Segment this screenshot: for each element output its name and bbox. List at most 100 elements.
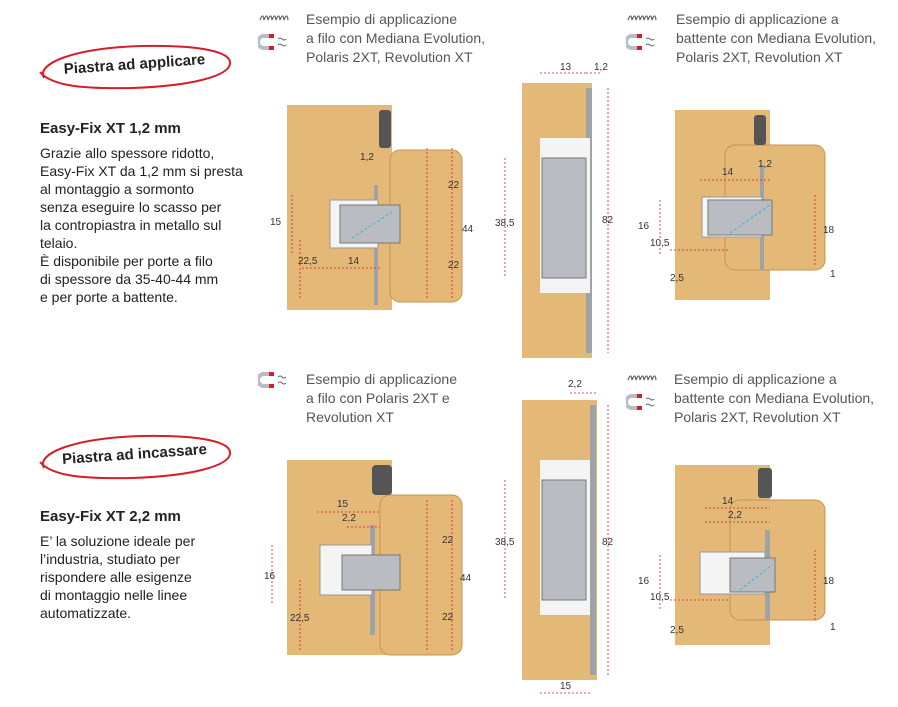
latch-front <box>541 157 587 279</box>
product-title-2: Easy-Fix XT 2,2 mm <box>40 508 181 525</box>
latch-body <box>339 204 401 244</box>
caption-line: battente con Mediana Evolution, <box>674 390 875 406</box>
dim-label: 2,5 <box>670 273 684 284</box>
handle-knob <box>379 110 391 148</box>
dim-label: 2,5 <box>670 625 684 636</box>
caption-icons-bottom-left <box>258 372 287 388</box>
strike-plate-edge <box>590 405 596 675</box>
drawing-applicare-front: 13 1,2 38,5 82 <box>495 62 614 358</box>
description-line: rispondere alle esigenze <box>40 569 192 585</box>
caption-line: Polaris 2XT, Revolution XT <box>306 49 473 65</box>
dim-label: 22 <box>448 180 460 191</box>
handle-knob <box>372 465 392 495</box>
dim-label: 10,5 <box>650 592 670 603</box>
latch-axis <box>729 204 771 234</box>
product-title-1: Easy-Fix XT 1,2 mm <box>40 120 181 137</box>
caption-line: Esempio di applicazione a <box>674 371 837 387</box>
description-line: al montaggio a sormonto <box>40 181 195 197</box>
dim-label: 1 <box>830 622 835 633</box>
dim-label: 15 <box>337 499 349 510</box>
latch-body <box>341 554 401 591</box>
dim-label: 1,2 <box>758 159 772 170</box>
dim-label: 22 <box>442 612 454 623</box>
spring-icon <box>627 15 657 21</box>
latch-body <box>729 557 776 593</box>
magnet-icon <box>626 394 655 410</box>
description-line: Grazie allo spessore ridotto, <box>40 145 215 161</box>
description-line: Easy-Fix XT da 1,2 mm si presta <box>40 163 243 179</box>
latch-body <box>707 199 773 236</box>
dimension-lines <box>659 179 816 265</box>
caption-icons-top-right <box>626 15 657 50</box>
dim-label: 22,5 <box>298 256 318 267</box>
dim-label: 22,5 <box>290 613 310 624</box>
description-line: di spessore da 35-40-44 mm <box>40 271 219 287</box>
dim-label: 2,2 <box>342 513 356 524</box>
dim-label: 14 <box>722 496 734 507</box>
drawing-applicare-filo: 1,2 22 15 44 22 22,5 14 <box>270 105 474 310</box>
description-line: di montaggio nelle linee <box>40 587 188 603</box>
badge-piastra-applicare: Piastra ad applicare <box>32 42 237 94</box>
dimension-lines <box>504 72 609 353</box>
drawing-applicare-battente: 14 1,2 16 10,5 18 2,5 1 <box>638 110 835 300</box>
caption-bottom-right: Esempio di applicazione a battente con M… <box>674 370 874 427</box>
dim-label: 15 <box>270 217 282 228</box>
description-line: E’ la soluzione ideale per <box>40 533 196 549</box>
dim-label: 22 <box>448 260 460 271</box>
dim-label: 82 <box>602 215 614 226</box>
description-line: e per porte a battente. <box>40 289 178 305</box>
description-line: la contropiastra in metallo sul <box>40 217 222 233</box>
dim-label: 38,5 <box>495 218 515 229</box>
caption-line: Esempio di applicazione a <box>676 11 839 27</box>
dim-label: 44 <box>462 224 474 235</box>
latch-axis <box>351 211 393 239</box>
dim-label: 2,2 <box>728 510 742 521</box>
latch-front <box>541 479 587 601</box>
dim-label: 18 <box>823 576 835 587</box>
handle-knob <box>754 115 766 145</box>
caption-icons-top-left <box>258 15 289 50</box>
caption-line: Esempio di applicazione <box>306 11 457 27</box>
dim-label: 10,5 <box>650 238 670 249</box>
dimension-lines <box>659 507 816 620</box>
caption-top-right: Esempio di applicazione a battente con M… <box>676 10 876 67</box>
spring-icon <box>259 15 289 21</box>
caption-top-left: Esempio di applicazione a filo con Media… <box>306 10 485 67</box>
caption-line: Polaris 2XT, Revolution XT <box>674 409 841 425</box>
description-line: È disponibile per porte a filo <box>40 253 213 269</box>
drawing-incassare-filo: 15 2,2 22 16 44 22 22,5 <box>264 460 472 656</box>
drawing-incassare-front: 2,2 38,5 82 15 <box>495 379 614 694</box>
caption-line: Esempio di applicazione <box>306 371 457 387</box>
dim-label: 16 <box>638 221 650 232</box>
handle-knob <box>758 468 772 498</box>
dim-label: 15 <box>560 681 572 692</box>
drawing-incassare-battente: 14 2,2 16 10,5 18 2,5 1 <box>638 465 835 645</box>
dim-label: 16 <box>638 576 650 587</box>
dimension-lines <box>504 392 609 694</box>
description-line: senza eseguire lo scasso per <box>40 199 222 215</box>
product-description-1: Grazie allo spessore ridotto, Easy-Fix X… <box>40 144 243 306</box>
latch-axis <box>739 564 773 591</box>
magnet-icon <box>626 34 655 50</box>
caption-line: a filo con Mediana Evolution, <box>306 30 485 46</box>
caption-bottom-left: Esempio di applicazione a filo con Polar… <box>306 370 457 427</box>
caption-icons-bottom-right <box>626 375 657 410</box>
dim-label: 13 <box>560 62 572 73</box>
dim-label: 1,2 <box>594 62 608 73</box>
dim-label: 22 <box>442 535 454 546</box>
magnet-icon <box>258 34 287 50</box>
caption-line: battente con Mediana Evolution, <box>676 30 877 46</box>
dim-label: 16 <box>264 571 276 582</box>
dim-label: 2,2 <box>568 379 582 390</box>
dimension-lines <box>291 148 453 300</box>
description-line: telaio. <box>40 235 78 251</box>
product-description-2: E’ la soluzione ideale per l’industria, … <box>40 532 195 622</box>
caption-line: Polaris 2XT, Revolution XT <box>676 49 843 65</box>
dim-label: 38,5 <box>495 537 515 548</box>
caption-line: Revolution XT <box>306 409 394 425</box>
dim-label: 82 <box>602 537 614 548</box>
magnet-icon <box>258 372 287 388</box>
dimension-lines <box>271 500 453 650</box>
door-wood <box>389 149 463 303</box>
dim-label: 14 <box>722 167 734 178</box>
